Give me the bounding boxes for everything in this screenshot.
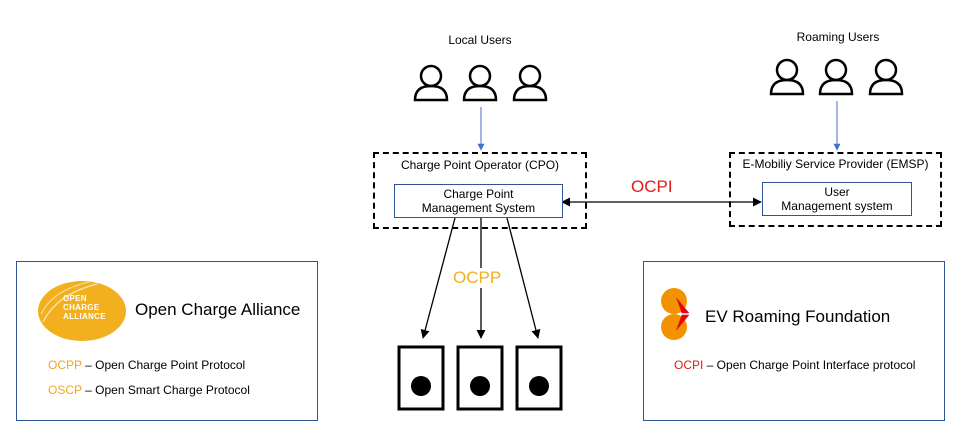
evrf-name: EV Roaming Foundation — [705, 307, 891, 326]
protocol-text: – Open Charge Point Interface protocol — [703, 358, 916, 372]
local-users-label: Local Users — [448, 33, 512, 47]
roaming-users-icons — [769, 58, 904, 96]
open-charge-alliance-panel: OPEN CHARGE ALLIANCE Open Charge Allianc… — [16, 261, 318, 421]
evrf-protocol-ocpi: OCPI – Open Charge Point Interface proto… — [674, 358, 915, 372]
emsp-container — [729, 152, 942, 227]
ums-line1: User — [824, 185, 850, 199]
user-icon — [769, 58, 805, 96]
oca-protocol-ocpp: OCPP – Open Charge Point Protocol — [48, 358, 245, 372]
oca-logo-graphic — [38, 281, 126, 341]
protocol-abbr: OCPP — [48, 358, 82, 372]
oca-name: Open Charge Alliance — [135, 300, 301, 319]
oca-logo-line1: OPEN — [63, 294, 87, 303]
cpo-container — [373, 152, 587, 229]
user-icon — [818, 58, 854, 96]
open-charge-alliance-logo: OPEN CHARGE ALLIANCE — [37, 280, 127, 342]
emsp-title: E-Mobiliy Service Provider (EMSP) — [742, 157, 929, 171]
user-icon — [462, 64, 498, 102]
charging-stations — [397, 345, 563, 411]
user-icon — [413, 64, 449, 102]
protocol-text: – Open Charge Point Protocol — [81, 358, 246, 372]
ev-roaming-foundation-logo — [660, 287, 696, 341]
charger-icon — [397, 345, 445, 411]
charger-icon — [456, 345, 504, 411]
user-icon — [512, 64, 548, 102]
charge-point-management-system: Charge Point Management System — [394, 184, 563, 218]
ocpp-label: OCPP — [451, 268, 504, 288]
user-management-system: User Management system — [762, 182, 912, 216]
ev-roaming-foundation-panel: EV Roaming Foundation OCPI – Open Charge… — [643, 261, 945, 421]
charger-icon — [515, 345, 563, 411]
ums-line2: Management system — [781, 199, 893, 213]
cpo-title: Charge Point Operator (CPO) — [400, 158, 560, 172]
cpms-line2: Management System — [421, 201, 536, 215]
protocol-abbr: OSCP — [48, 383, 82, 397]
local-users-icons — [413, 64, 548, 102]
roaming-users-label: Roaming Users — [796, 30, 880, 44]
protocol-abbr: OCPI — [674, 358, 704, 372]
ocpi-label: OCPI — [631, 177, 673, 196]
oca-logo-line3: ALLIANCE — [63, 312, 106, 321]
evrf-logo-graphic — [661, 288, 690, 340]
protocol-text: – Open Smart Charge Protocol — [81, 383, 250, 397]
oca-protocol-oscp: OSCP – Open Smart Charge Protocol — [48, 383, 250, 397]
oca-logo-line2: CHARGE — [63, 303, 100, 312]
user-icon — [868, 58, 904, 96]
cpms-line1: Charge Point — [443, 187, 514, 201]
